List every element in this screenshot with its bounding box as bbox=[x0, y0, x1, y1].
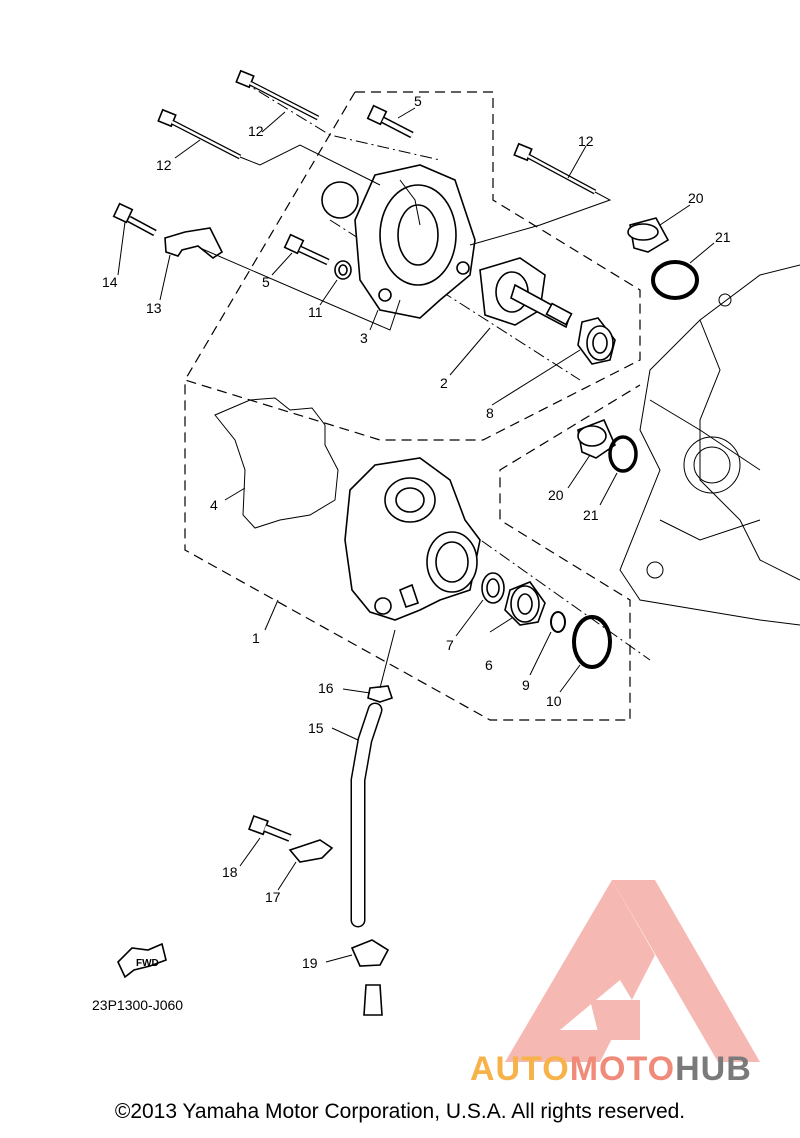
callout-7: 7 bbox=[446, 637, 454, 653]
callout-17: 17 bbox=[265, 889, 281, 905]
watermark-logo bbox=[505, 880, 760, 1062]
callout-4: 4 bbox=[210, 497, 218, 513]
circlip-9 bbox=[550, 611, 566, 633]
callout-20a: 20 bbox=[688, 190, 704, 206]
callout-21b: 21 bbox=[583, 507, 599, 523]
watermark-text-part1: AUTO bbox=[470, 1050, 570, 1088]
callout-2: 2 bbox=[440, 375, 448, 391]
callout-6: 6 bbox=[485, 657, 493, 673]
bolt-5-b bbox=[283, 233, 330, 266]
callout-20b: 20 bbox=[548, 487, 564, 503]
callout-5b: 5 bbox=[262, 274, 270, 290]
bolt-14 bbox=[112, 202, 157, 237]
callout-3: 3 bbox=[360, 330, 368, 346]
o-ring-10 bbox=[572, 615, 612, 669]
callout-12c: 12 bbox=[578, 133, 594, 149]
callout-10: 10 bbox=[546, 693, 562, 709]
collar-20-b bbox=[577, 418, 616, 459]
callout-21a: 21 bbox=[715, 229, 731, 245]
watermark-text: AUTOMOTOHUB bbox=[470, 1050, 752, 1089]
callout-18: 18 bbox=[222, 864, 238, 880]
watermark-text-part3: HUB bbox=[675, 1050, 752, 1088]
callout-12a: 12 bbox=[248, 123, 264, 139]
collar-20-a bbox=[627, 217, 670, 253]
oil-seal-7 bbox=[481, 572, 505, 604]
fwd-label: FWD bbox=[136, 958, 159, 969]
pump-cover-3 bbox=[321, 164, 476, 319]
hose-clamp-19 bbox=[350, 939, 390, 967]
fwd-arrow-icon: FWD bbox=[117, 942, 167, 979]
bolt-12-c bbox=[513, 142, 597, 195]
callout-15: 15 bbox=[308, 720, 324, 736]
callout-19: 19 bbox=[302, 955, 318, 971]
hose-clamp-16 bbox=[367, 685, 394, 703]
seal-8 bbox=[577, 317, 616, 365]
callout-1: 1 bbox=[252, 630, 260, 646]
hose-fitting bbox=[363, 984, 383, 1016]
bolt-12-a bbox=[235, 69, 320, 121]
bearing-6 bbox=[504, 581, 546, 626]
bolt-12-b bbox=[157, 108, 242, 160]
callout-14: 14 bbox=[102, 274, 118, 290]
o-ring-21-b bbox=[608, 435, 638, 473]
diagram-code: 23P1300-J060 bbox=[92, 997, 183, 1013]
o-ring-21-a bbox=[651, 260, 699, 300]
callout-5a: 5 bbox=[414, 93, 422, 109]
washer-11 bbox=[334, 260, 352, 280]
copyright-notice: ©2013 Yamaha Motor Corporation, U.S.A. A… bbox=[114, 1100, 686, 1123]
watermark-text-part2: MOTO bbox=[569, 1050, 676, 1088]
bolt-5-a bbox=[366, 104, 414, 139]
bracket-13 bbox=[164, 227, 224, 259]
callout-8: 8 bbox=[486, 405, 494, 421]
engine-case bbox=[619, 264, 800, 626]
callout-11: 11 bbox=[308, 304, 323, 320]
callout-9: 9 bbox=[522, 677, 530, 693]
impeller-2 bbox=[479, 257, 573, 329]
pump-housing-1 bbox=[344, 457, 481, 621]
bracket-17 bbox=[288, 839, 334, 863]
centerline-1 bbox=[239, 79, 441, 161]
gasket-4 bbox=[214, 397, 339, 529]
bolt-18 bbox=[248, 815, 292, 842]
leader-lines bbox=[117, 107, 715, 963]
callout-12b: 12 bbox=[156, 157, 172, 173]
assembly-outline-left bbox=[184, 91, 356, 381]
callout-13: 13 bbox=[146, 300, 162, 316]
callout-16: 16 bbox=[318, 680, 334, 696]
